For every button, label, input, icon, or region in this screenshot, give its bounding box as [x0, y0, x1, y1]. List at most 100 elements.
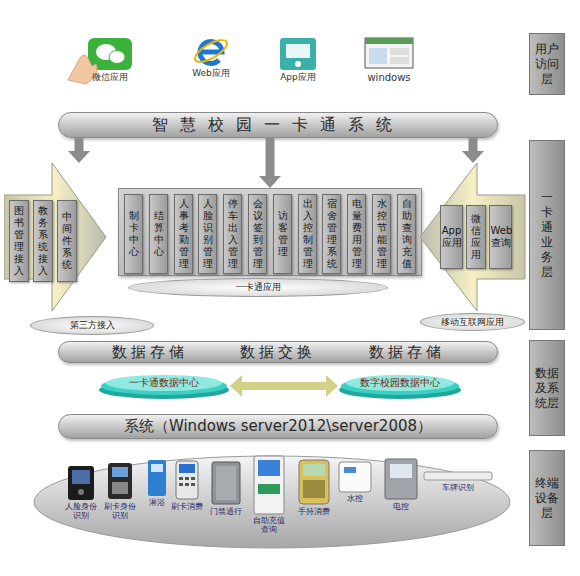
- icon-caption: windows: [362, 72, 416, 83]
- plate-camera: [424, 472, 492, 480]
- plate-camera: [424, 472, 492, 480]
- wechat-icon: [109, 51, 125, 64]
- module-box: 出入控制管理: [298, 194, 317, 274]
- down-arrow: [266, 138, 275, 176]
- node-text: 宿舍管理系统: [326, 198, 337, 270]
- device-platform: [34, 456, 510, 548]
- node-text: 访客管理: [277, 210, 288, 258]
- caption-ellipse: 第三方接入: [30, 316, 154, 335]
- module-box: 制卡中心: [124, 194, 143, 274]
- windows-icon: [365, 38, 413, 44]
- card-id-terminal: [112, 482, 128, 494]
- node-text: 制卡中心: [128, 210, 139, 258]
- module-box: 水控节能管理: [372, 194, 391, 274]
- module-box: 教务系统接入: [33, 200, 53, 282]
- module-box: 自助查询充值: [397, 194, 416, 274]
- pos-terminal: [185, 483, 189, 486]
- pos-terminal: [191, 483, 195, 486]
- module-box: 人脸识别管理: [198, 194, 217, 274]
- node-text: 会议签到管理: [252, 198, 263, 270]
- node-text: 用户访问层: [534, 42, 560, 87]
- pos-terminal: [179, 464, 195, 473]
- self-service-kiosk: [258, 460, 280, 476]
- node-text: 结算中心: [153, 210, 164, 258]
- module-box: 中间件系统: [57, 200, 77, 282]
- handheld-terminal: [299, 460, 329, 504]
- module-box: 电量费用管理: [347, 194, 366, 274]
- device-caption: 车牌识别: [438, 483, 478, 492]
- icon-caption: 微信应用: [80, 72, 140, 82]
- node-text: 停车出入管理: [227, 198, 238, 270]
- windows-icon: [365, 38, 413, 68]
- module-box: Web查询: [489, 205, 512, 269]
- face-terminal: [68, 466, 94, 500]
- device-caption: 自助充值查询: [250, 516, 288, 534]
- module-box: 图书管理接入: [9, 200, 29, 282]
- app-icon: [280, 38, 316, 70]
- node-text: 数据及系统层: [534, 366, 560, 411]
- node-text: 数字校园数据中心: [360, 376, 440, 390]
- windows-icon: [390, 57, 409, 64]
- shower-controller: [151, 464, 163, 472]
- node-text: 数据存储: [112, 343, 188, 362]
- electric-meter: [385, 459, 417, 499]
- pos-terminal: [176, 461, 198, 499]
- layer-band: 系统（Windows server2012\server2008）: [58, 414, 498, 439]
- device-caption: 人脸身份识别: [62, 502, 100, 520]
- windows-icon: [365, 38, 413, 68]
- node-text: 终端设备层: [534, 476, 560, 521]
- node-text: 水控节能管理: [376, 198, 387, 270]
- app-icon: [286, 44, 310, 58]
- node-text: 人事考勤管理: [178, 198, 189, 270]
- water-controller: [344, 467, 356, 473]
- module-box: 访客管理: [273, 194, 292, 274]
- windows-icon: [390, 48, 409, 55]
- ie-icon: [192, 36, 230, 66]
- water-controller: [339, 462, 371, 492]
- node-text: Web查询: [491, 225, 511, 249]
- disc-top: [106, 375, 222, 391]
- module-box: 停车出入管理: [223, 194, 242, 274]
- node-text: 系统（Windows server2012\server2008）: [124, 417, 432, 436]
- module-box: 宿舍管理系统: [322, 194, 341, 274]
- face-terminal: [72, 470, 90, 484]
- layer-label: 数据及系统层: [529, 340, 565, 436]
- arrow-outline: [420, 163, 525, 311]
- handheld-terminal: [299, 460, 329, 504]
- pos-terminal: [191, 477, 195, 480]
- access-arrow: 移动互联网应用App应用微信应用Web查询: [418, 163, 528, 331]
- shower-controller: [148, 460, 166, 496]
- node-text: 智慧校园一卡通系统: [152, 115, 404, 136]
- electric-meter: [385, 459, 417, 499]
- module-box: 会议签到管理: [248, 194, 267, 274]
- node-text: 教务系统接入: [38, 205, 49, 277]
- layer-label: 用户访问层: [529, 33, 565, 95]
- node-text: 微信应用: [471, 213, 482, 261]
- arrow-outline: [4, 163, 106, 311]
- door-reader: [216, 466, 236, 500]
- card-id-terminal: [112, 467, 128, 477]
- module-box: App应用: [440, 205, 463, 269]
- icon-caption: App应用: [272, 72, 324, 82]
- module-box: 微信应用: [466, 205, 486, 269]
- pos-terminal: [185, 477, 189, 480]
- layer-label: 终端设备层: [529, 450, 565, 546]
- device-caption: 电控: [385, 502, 417, 511]
- self-service-kiosk: [254, 456, 284, 514]
- layer-band: 数据存储数据交换数据存储: [58, 341, 498, 363]
- node-text: 一卡通业务层: [540, 190, 554, 280]
- node-text: 电量费用管理: [351, 198, 362, 270]
- node-text: 数据存储: [369, 343, 445, 362]
- module-box: 结算中心: [149, 194, 168, 274]
- disc-top: [346, 375, 454, 391]
- card-id-terminal: [108, 463, 132, 499]
- electric-meter: [390, 464, 412, 478]
- layer-band: 智慧校园一卡通系统: [58, 112, 498, 138]
- app-icon: [295, 61, 301, 67]
- self-service-kiosk: [258, 484, 280, 494]
- device-caption: 门禁通行: [207, 507, 245, 516]
- node-text: 一卡通数据中心: [129, 376, 199, 390]
- app-panel: 一卡通应用制卡中心结算中心人事考勤管理人脸识别管理停车出入管理会议签到管理访客管…: [118, 188, 422, 298]
- node-text: App应用: [442, 225, 462, 249]
- data-center-disc: 一卡通数据中心: [98, 372, 230, 400]
